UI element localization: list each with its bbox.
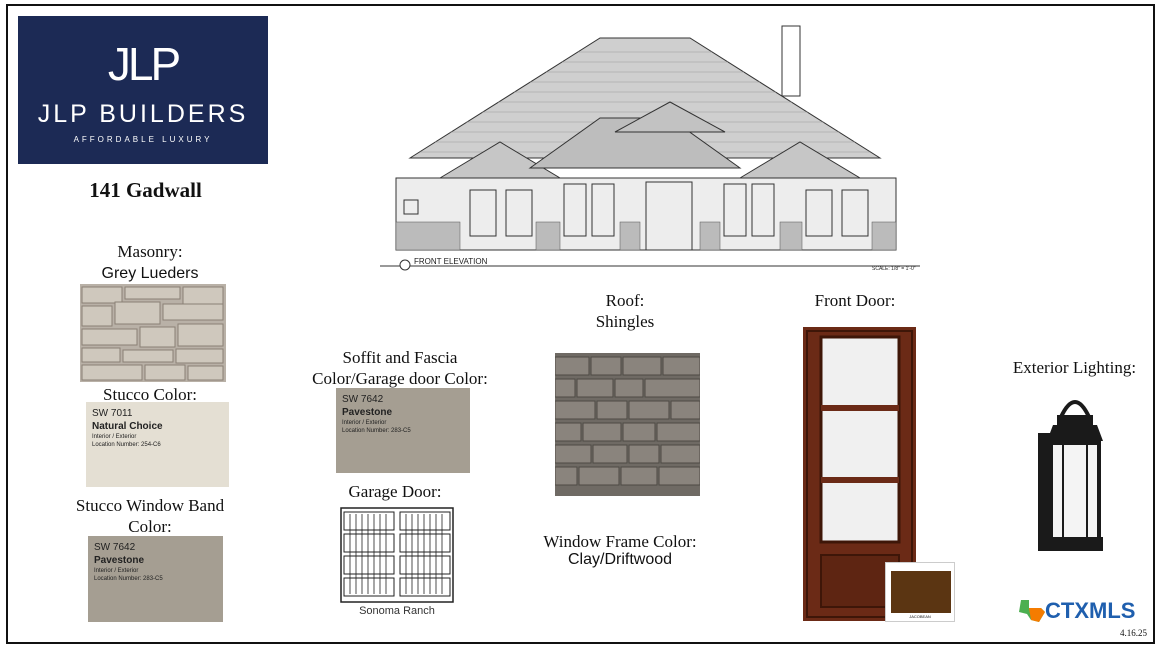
stucco-band-name: Pavestone [94, 555, 145, 566]
elevation-scale: SCALE: 1/8" = 1'-0" [872, 266, 916, 272]
garage-door-image [340, 507, 454, 603]
exterior-light-image [1038, 400, 1103, 551]
stucco-color-name: Natural Choice [92, 421, 163, 432]
stucco-color-line1: Interior / Exterior [92, 434, 137, 440]
property-address: 141 Gadwall [89, 178, 202, 202]
masonry-value: Grey Lueders [101, 265, 199, 282]
roof-label-1: Roof: [605, 291, 645, 310]
document-date: 4.16.25 [1120, 628, 1147, 638]
logo-tagline: AFFORDABLE LUXURY [73, 135, 213, 144]
logo-monogram: JLP [107, 38, 181, 90]
exterior-lighting-label: Exterior Lighting: [1012, 358, 1137, 377]
soffit-label-2: Color/Garage door Color: [312, 369, 488, 388]
stucco-band-label-1: Stucco Window Band [75, 496, 225, 515]
window-frame-label: Window Frame Color: [543, 532, 697, 551]
garage-door-label: Garage Door: [348, 482, 442, 501]
soffit-code: SW 7642 [342, 394, 384, 405]
stain-name: JACOBEAN [909, 614, 931, 619]
stucco-color-line2: Location Number: 254-C6 [92, 442, 161, 448]
masonry-stone-image [80, 284, 226, 382]
mls-logo: CTXMLS [1045, 598, 1136, 623]
stucco-band-line2: Location Number: 283-C5 [94, 576, 163, 582]
builder-logo: JLP JLP BUILDERS AFFORDABLE LUXURY [18, 16, 268, 164]
soffit-line1: Interior / Exterior [342, 420, 387, 426]
soffit-label-1: Soffit and Fascia [342, 348, 458, 367]
soffit-line2: Location Number: 283-C5 [342, 428, 411, 434]
page-frame [6, 4, 1155, 644]
stucco-color-label: Stucco Color: [103, 385, 197, 404]
stucco-color-code: SW 7011 [92, 408, 133, 419]
soffit-name: Pavestone [342, 407, 393, 418]
elevation-title: FRONT ELEVATION [414, 257, 488, 266]
stucco-color-swatch: SW 7011 Natural Choice Interior / Exteri… [86, 402, 229, 487]
stain-swatch [891, 571, 951, 613]
stucco-band-label-2: Color: [128, 517, 172, 536]
front-door-label: Front Door: [814, 291, 896, 310]
texas-map-icon [1019, 600, 1045, 622]
logo-name: JLP BUILDERS [37, 100, 249, 128]
roof-shingle-image [555, 353, 700, 496]
garage-door-style: Sonoma Ranch [359, 605, 435, 617]
stucco-band-swatch: SW 7642 Pavestone Interior / Exterior Lo… [88, 536, 223, 622]
front-elevation-drawing: FRONT ELEVATION SCALE: 1/8" = 1'-0" [380, 25, 920, 272]
window-frame-value: Clay/Driftwood [567, 551, 673, 568]
stucco-band-line1: Interior / Exterior [94, 568, 139, 574]
stain-sample: JACOBEAN [885, 562, 955, 622]
masonry-label: Masonry: [117, 242, 183, 261]
roof-label-2: Shingles [595, 312, 655, 331]
stucco-band-code: SW 7642 [94, 542, 136, 553]
soffit-swatch: SW 7642 Pavestone Interior / Exterior Lo… [336, 388, 470, 473]
